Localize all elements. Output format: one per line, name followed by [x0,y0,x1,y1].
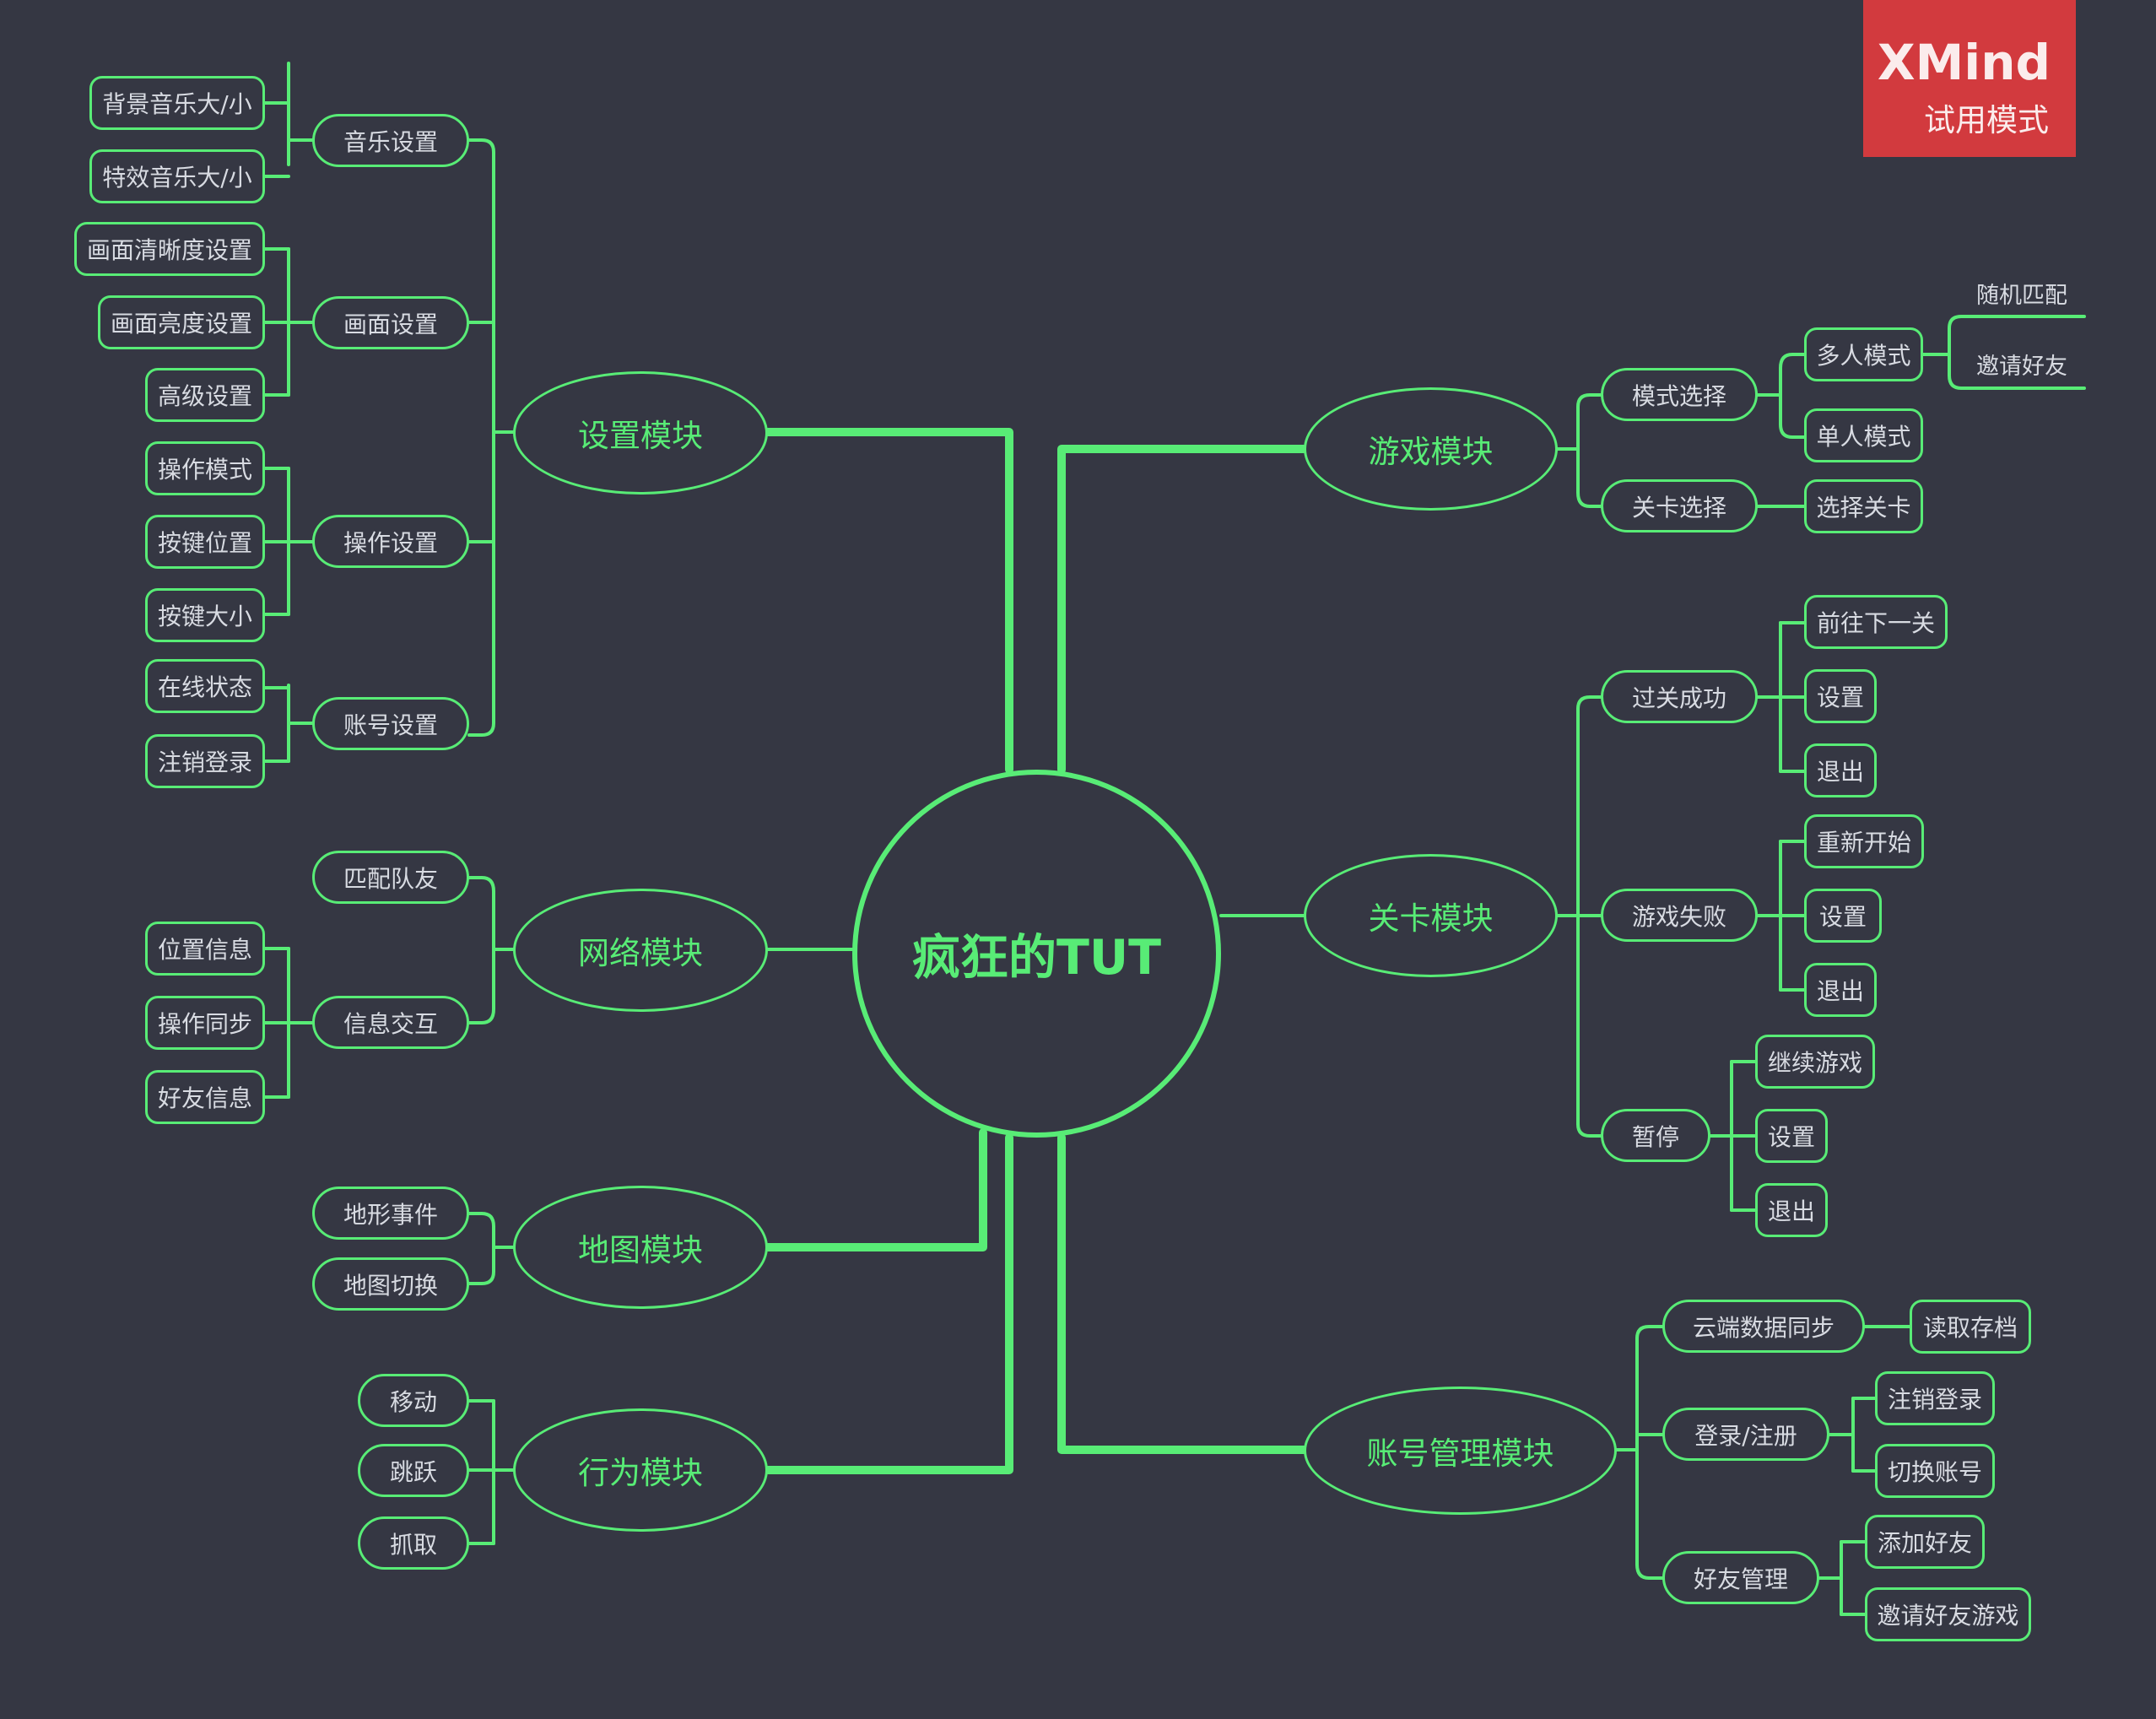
subtopic-game-over[interactable]: 游戏失败 [1601,889,1758,942]
topic-network-module[interactable]: 网络模块 [513,889,768,1012]
leaf-pause-exit[interactable]: 退出 [1755,1183,1828,1237]
topic-level-module[interactable]: 关卡模块 [1304,854,1558,977]
subtopic-map-switch[interactable]: 地图切换 [312,1257,469,1311]
leaf-position-info[interactable]: 位置信息 [145,922,265,976]
watermark-brand: XMind [1877,34,2051,91]
subtopic-cloud-sync[interactable]: 云端数据同步 [1662,1300,1865,1353]
subtopic-control-settings[interactable]: 操作设置 [312,515,469,568]
leaf-restart[interactable]: 重新开始 [1804,814,1924,868]
subtopic-display-settings[interactable]: 画面设置 [312,296,469,349]
leaf-operation-sync[interactable]: 操作同步 [145,996,265,1050]
leaf-display-clarity[interactable]: 画面清晰度设置 [74,222,265,276]
subtopic-grab[interactable]: 抓取 [358,1516,469,1570]
subtopic-terrain-events[interactable]: 地形事件 [312,1187,469,1240]
subtopic-move[interactable]: 移动 [358,1374,469,1427]
subtopic-level-select[interactable]: 关卡选择 [1601,479,1758,532]
leaf-single-player-mode[interactable]: 单人模式 [1804,408,1923,462]
topic-map-module[interactable]: 地图模块 [513,1186,768,1309]
text-random-match[interactable]: 随机匹配 [1976,283,2067,309]
leaf-pause-settings[interactable]: 设置 [1755,1109,1828,1163]
leaf-friend-info[interactable]: 好友信息 [145,1070,265,1124]
leaf-switch-account[interactable]: 切换账号 [1875,1444,1995,1498]
subtopic-jump[interactable]: 跳跃 [358,1444,469,1497]
leaf-multiplayer-mode[interactable]: 多人模式 [1804,327,1923,381]
leaf-success-exit[interactable]: 退出 [1804,743,1877,797]
leaf-choose-level[interactable]: 选择关卡 [1804,479,1923,533]
subtopic-account-settings[interactable]: 账号设置 [312,697,469,750]
subtopic-level-clear[interactable]: 过关成功 [1601,670,1758,723]
subtopic-friend-management[interactable]: 好友管理 [1662,1551,1819,1604]
leaf-control-mode[interactable]: 操作模式 [145,441,265,495]
subtopic-info-interaction[interactable]: 信息交互 [312,996,469,1049]
topic-settings-module[interactable]: 设置模块 [513,371,768,495]
leaf-logout[interactable]: 注销登录 [145,734,265,788]
root-topic[interactable]: 疯狂的TUT [852,770,1221,1138]
topic-behavior-module[interactable]: 行为模块 [513,1408,768,1532]
leaf-account-logout[interactable]: 注销登录 [1875,1371,1995,1425]
leaf-resume-game[interactable]: 继续游戏 [1755,1035,1875,1089]
leaf-advanced-settings[interactable]: 高级设置 [145,368,265,422]
topic-game-module[interactable]: 游戏模块 [1304,387,1558,511]
leaf-next-level[interactable]: 前往下一关 [1804,595,1948,649]
leaf-display-brightness[interactable]: 画面亮度设置 [98,295,265,349]
leaf-success-settings[interactable]: 设置 [1804,669,1877,723]
leaf-invite-friend-game[interactable]: 邀请好友游戏 [1865,1587,2031,1641]
leaf-fail-exit[interactable]: 退出 [1804,963,1877,1017]
subtopic-music-settings[interactable]: 音乐设置 [312,114,469,167]
subtopic-match-teammates[interactable]: 匹配队友 [312,851,469,904]
text-invite-friends[interactable]: 邀请好友 [1976,354,2067,380]
leaf-fail-settings[interactable]: 设置 [1804,889,1882,943]
leaf-key-size[interactable]: 按键大小 [145,588,265,642]
subtopic-pause[interactable]: 暂停 [1601,1109,1710,1162]
topic-account-management-module[interactable]: 账号管理模块 [1304,1387,1617,1515]
leaf-add-friend[interactable]: 添加好友 [1865,1515,1985,1569]
subtopic-login-register[interactable]: 登录/注册 [1662,1408,1829,1461]
leaf-bgm-volume[interactable]: 背景音乐大/小 [89,76,265,130]
leaf-sfx-volume[interactable]: 特效音乐大/小 [89,149,265,203]
leaf-online-status[interactable]: 在线状态 [145,659,265,713]
subtopic-mode-select[interactable]: 模式选择 [1601,368,1758,421]
watermark-mode: 试用模式 [1924,102,2049,138]
leaf-load-save[interactable]: 读取存档 [1910,1300,2031,1354]
leaf-key-position[interactable]: 按键位置 [145,515,265,569]
xmind-trial-badge: XMind 试用模式 [1863,0,2076,157]
